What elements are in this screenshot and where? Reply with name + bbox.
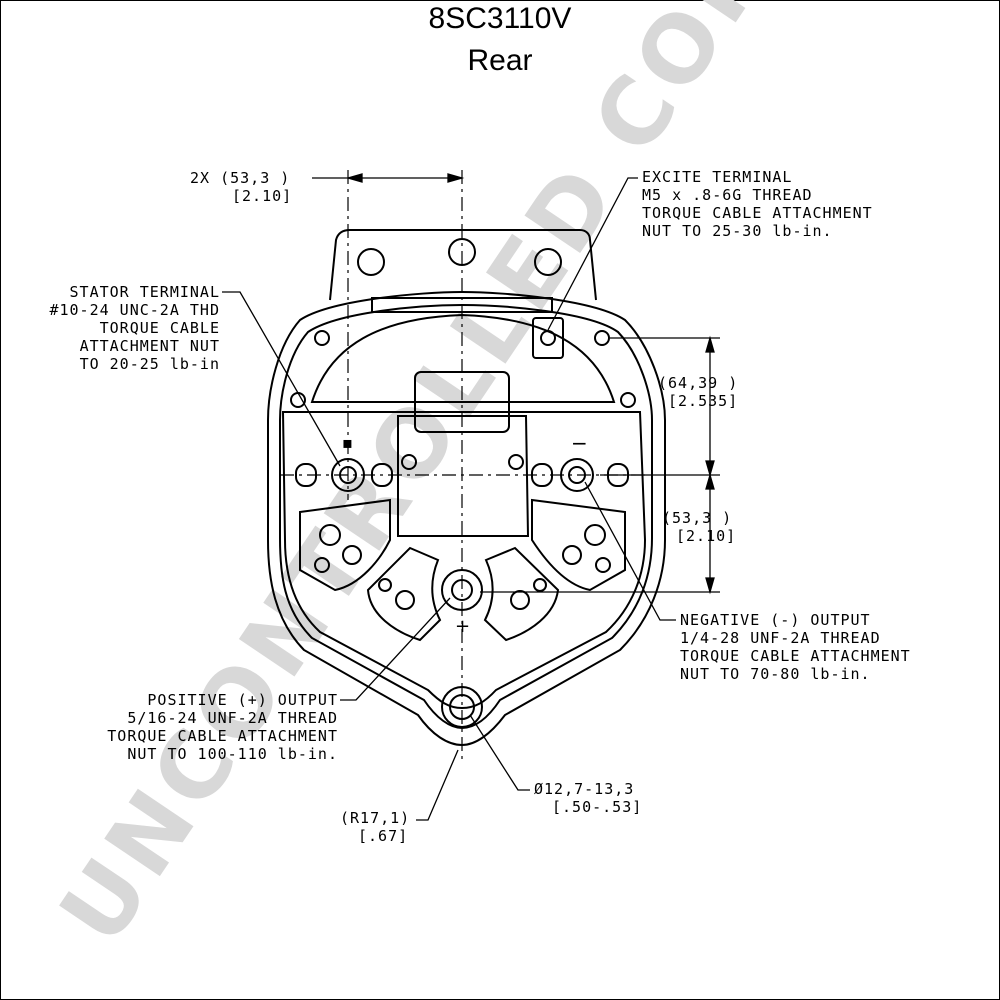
callout-excite: EXCITE TERMINAL M5 x .8-6G THREAD TORQUE…: [642, 168, 873, 240]
rear-plate: [281, 411, 647, 710]
callout-negative: NEGATIVE (-) OUTPUT 1/4-28 UNF-2A THREAD…: [680, 611, 911, 683]
leader-radius: [416, 749, 459, 821]
diode-lower-left-2: [378, 578, 392, 592]
diode-right-3: [595, 557, 611, 573]
drawing-subtitle: Rear: [467, 44, 533, 77]
callout-stator-line-1: STATOR TERMINAL: [70, 283, 220, 301]
excite-terminal-stud: [540, 330, 556, 346]
dim-width-in: [2.10]: [232, 187, 292, 205]
dim-mount-hole-in: [.50-.53]: [552, 798, 642, 816]
drawing-title: 8SC3110V: [428, 2, 572, 35]
dim-width-mm: 2X (53,3 ): [190, 169, 290, 187]
dim-terminal-offset-in: [2.10]: [676, 527, 736, 545]
callout-positive-line-3: TORQUE CABLE ATTACHMENT: [107, 727, 338, 745]
dim-mount-hole-mm: Ø12,7-13,3: [534, 780, 634, 798]
bracket-hole-right: [534, 248, 562, 276]
diode-pocket-lower-right: [483, 546, 560, 642]
screw-right-upper: [594, 330, 610, 346]
callout-positive-line-2: 5/16-24 UNF-2A THREAD: [127, 709, 338, 727]
callout-positive: POSITIVE (+) OUTPUT 5/16-24 UNF-2A THREA…: [107, 691, 338, 763]
negative-mark: −: [571, 431, 588, 455]
callout-negative-line-3: TORQUE CABLE ATTACHMENT: [680, 647, 911, 665]
cooling-slots: [371, 297, 553, 313]
positive-mark: +: [455, 616, 470, 637]
dim-radius-mm: (R17,1): [340, 809, 410, 827]
dim-radius-in: [.67]: [358, 827, 408, 845]
callout-positive-line-1: POSITIVE (+) OUTPUT: [147, 691, 338, 709]
screw-regulator-left: [401, 454, 417, 470]
leader-stator: [222, 291, 341, 467]
housing-outline: [267, 290, 666, 747]
diode-lower-left-1: [395, 590, 415, 610]
screw-left-upper: [314, 330, 330, 346]
housing-inner-outline: [279, 303, 653, 730]
callout-stator-line-5: TO 20-25 lb-in: [80, 355, 220, 373]
callout-negative-line-4: NUT TO 70-80 lb-in.: [680, 665, 871, 683]
diode-lower-right-2: [533, 578, 547, 592]
dim-top-offset-mm: (64,39 ): [658, 374, 738, 392]
dim-bottom-arrow-up: [705, 472, 715, 490]
dim-bottom-arrow-down: [705, 577, 715, 595]
dim-top-arrow-down: [705, 460, 715, 478]
callout-negative-line-1: NEGATIVE (-) OUTPUT: [680, 611, 871, 629]
screw-right-lower: [620, 392, 636, 408]
diode-right-2: [562, 545, 582, 565]
regulator-housing: [397, 415, 530, 537]
dim-terminal-offset-mm: (53,3 ): [662, 509, 732, 527]
callout-stator: STATOR TERMINAL #10-24 UNC-2A THD TORQUE…: [49, 283, 220, 373]
callout-excite-line-2: M5 x .8-6G THREAD: [642, 186, 813, 204]
dim-width-arrow-left: [345, 173, 363, 183]
diode-left-1: [319, 524, 341, 546]
diode-pocket-lower-left: [366, 546, 442, 642]
callout-stator-line-4: ATTACHMENT NUT: [80, 337, 220, 355]
dim-top-arrow-up: [705, 335, 715, 353]
callout-stator-line-3: TORQUE CABLE: [100, 319, 220, 337]
leader-negative: [584, 481, 676, 621]
diode-right-1: [584, 524, 606, 546]
callout-negative-line-2: 1/4-28 UNF-2A THREAD: [680, 629, 881, 647]
mounting-bracket: [329, 229, 597, 301]
callout-positive-line-4: NUT TO 100-110 lb-in.: [127, 745, 338, 763]
leader-excite: [547, 177, 638, 331]
diode-pocket-left: [299, 498, 391, 592]
callout-stator-line-2: #10-24 UNC-2A THD: [49, 301, 220, 319]
diode-pocket-right: [531, 498, 626, 592]
dim-top-offset-in: [2.535]: [668, 392, 738, 410]
diode-left-3: [314, 557, 330, 573]
diode-left-2: [342, 545, 362, 565]
screw-left-lower: [290, 392, 306, 408]
dim-width-arrow-right: [447, 173, 465, 183]
screw-regulator-right: [508, 454, 524, 470]
callout-excite-line-3: TORQUE CABLE ATTACHMENT: [642, 204, 873, 222]
callout-excite-line-4: NUT TO 25-30 lb-in.: [642, 222, 833, 240]
callout-excite-line-1: EXCITE TERMINAL: [642, 168, 792, 186]
leader-positive: [340, 597, 451, 701]
leader-mount-hole: [469, 714, 530, 791]
bracket-hole-left: [357, 248, 385, 276]
excite-terminal: [532, 317, 564, 359]
diode-lower-right-1: [510, 590, 530, 610]
stator-mark: ▪: [342, 433, 353, 452]
